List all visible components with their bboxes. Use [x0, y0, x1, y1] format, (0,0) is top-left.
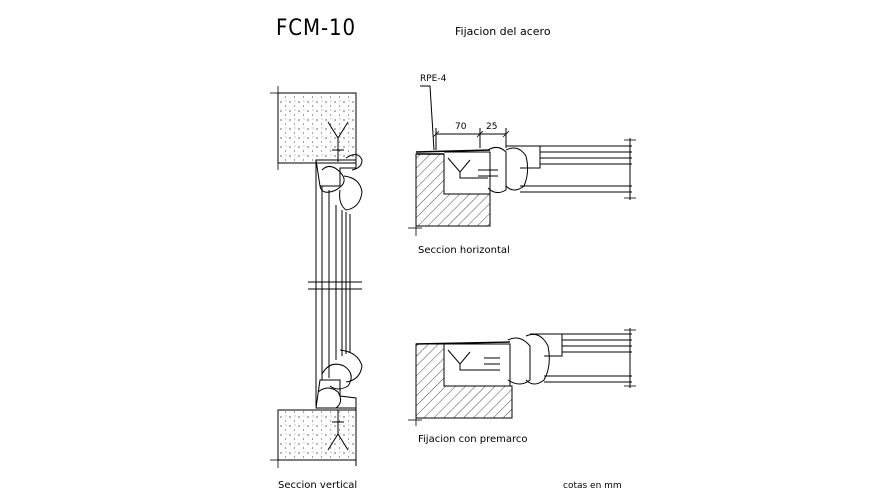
profile-label: RPE-4	[420, 74, 447, 84]
caption-premarco: Fijacion con premarco	[418, 434, 528, 445]
premarco-section	[408, 328, 636, 426]
vertical-section	[270, 86, 363, 468]
hatched-wall-horizontal	[415, 153, 491, 227]
drawing-subtitle: Fijacion del acero	[455, 25, 551, 38]
caption-horizontal-section: Seccion horizontal	[418, 245, 510, 256]
lower-wall-block	[277, 409, 357, 461]
units-note: cotas en mm	[563, 481, 622, 491]
horizontal-section	[408, 85, 636, 236]
upper-wall-block	[277, 92, 357, 164]
hatched-wall-premarco	[415, 343, 513, 419]
dimension-70: 70	[455, 122, 467, 132]
drawing-title: FCM-10	[276, 16, 357, 41]
dimension-25: 25	[486, 122, 498, 132]
lower-anchor	[327, 410, 349, 451]
upper-anchor	[327, 121, 349, 162]
caption-vertical-section: Seccion vertical	[278, 480, 358, 491]
